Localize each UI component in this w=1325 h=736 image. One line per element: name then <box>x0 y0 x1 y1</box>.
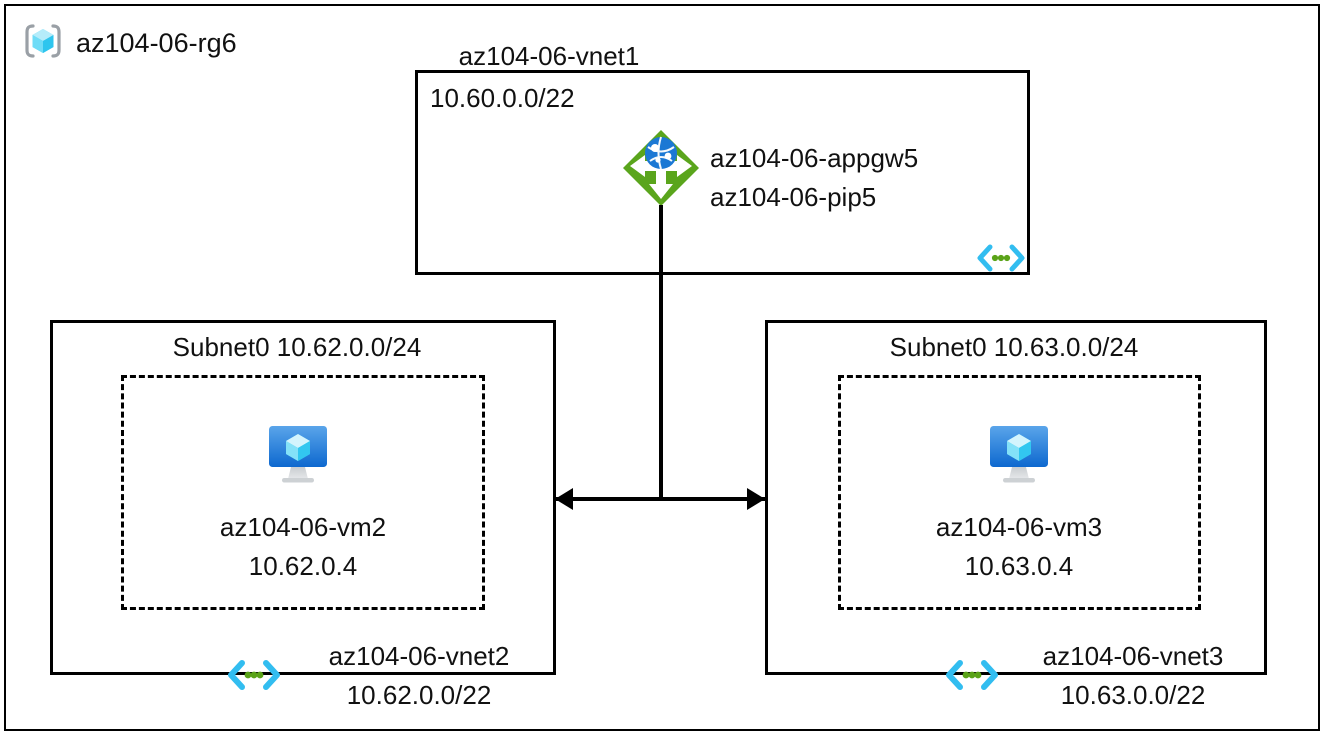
vnet2-name: az104-06-vnet2 <box>328 641 510 671</box>
vnet3-subnet-label: Subnet0 10.63.0.0/24 <box>889 332 1139 362</box>
vm2-ip: 10.62.0.4 <box>248 551 358 581</box>
vnet1-virtual-network-icon <box>976 244 1026 277</box>
connector-vnet-peering-line <box>556 497 765 501</box>
vnet1-address-space: 10.60.0.0/22 <box>430 83 575 113</box>
vnet3-subnet-box <box>838 375 1201 610</box>
connector-appgw-vertical <box>659 205 663 501</box>
vm3-name: az104-06-vm3 <box>935 512 1103 542</box>
vnet1-box <box>415 70 1030 275</box>
application-gateway-icon <box>620 127 702 214</box>
vm3-virtual-machine-icon <box>983 415 1055 492</box>
resource-group-icon <box>22 20 64 67</box>
vnet2-box <box>50 320 556 675</box>
resource-group-name: az104-06-rg6 <box>76 28 237 58</box>
vnet2-address-space: 10.62.0.0/22 <box>346 680 492 710</box>
vnet3-box <box>765 320 1267 675</box>
vnet2-virtual-network-icon <box>226 659 282 696</box>
vm3-ip: 10.63.0.4 <box>964 551 1074 581</box>
appgw-name: az104-06-appgw5 <box>710 143 919 173</box>
resource-group-boundary <box>4 4 1320 731</box>
vm2-name: az104-06-vm2 <box>219 512 387 542</box>
appgw-public-ip: az104-06-pip5 <box>710 182 877 212</box>
resource-group-header: az104-06-rg6 <box>22 20 237 67</box>
vm2-virtual-machine-icon <box>262 415 334 492</box>
vnet3-virtual-network-icon <box>944 659 1000 696</box>
peering-arrow-left <box>555 488 573 510</box>
vnet1-title: az104-06-vnet1 <box>458 41 640 71</box>
peering-arrow-right <box>747 488 765 510</box>
vnet2-subnet-label: Subnet0 10.62.0.0/24 <box>172 332 422 362</box>
vnet2-subnet-box <box>121 375 485 610</box>
vnet3-address-space: 10.63.0.0/22 <box>1060 680 1206 710</box>
vnet3-name: az104-06-vnet3 <box>1042 641 1224 671</box>
